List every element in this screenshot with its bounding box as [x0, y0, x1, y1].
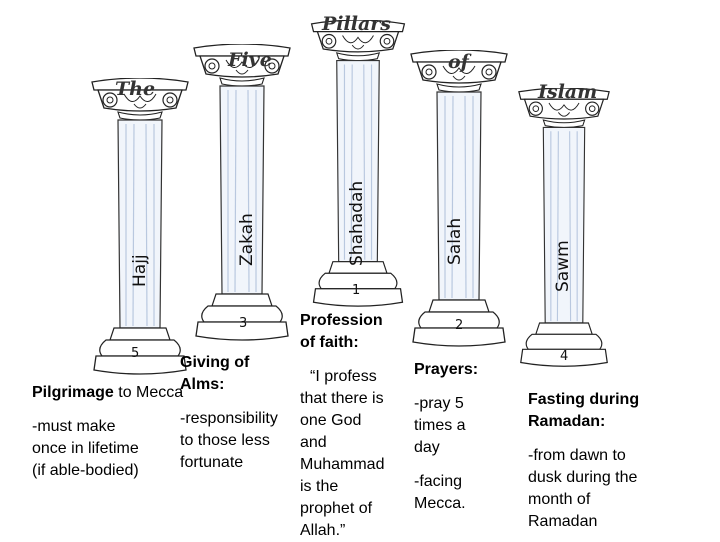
- pillar-name-sawm: Sawm: [553, 240, 573, 292]
- hajj-line-3: (if able-bodied): [32, 462, 139, 479]
- zakah-heading-1: Giving of: [180, 354, 250, 371]
- hajj-description: Pilgrimage to Mecca -must make once in l…: [32, 382, 183, 482]
- salah-line-4: -facing: [414, 473, 463, 490]
- pillar-name-hajj: Hajj: [130, 254, 150, 287]
- pillar-sawm-column: [518, 88, 610, 368]
- salah-description: Prayers: -pray 5 times a day -facing Mec…: [414, 359, 478, 515]
- shahadah-line-3: one God: [300, 412, 362, 429]
- title-word-pillars: Pillars: [321, 13, 391, 35]
- salah-line-3: day: [414, 439, 440, 456]
- title-word-the: The: [115, 78, 155, 100]
- salah-heading: Prayers:: [414, 361, 479, 378]
- shahadah-heading-2: of faith:: [300, 334, 359, 351]
- pillar-number-shahadah: 1: [352, 283, 360, 298]
- shahadah-line-1: “I profess: [310, 368, 377, 385]
- shahadah-line-8: Allah.”: [300, 522, 346, 539]
- pillar-name-shahadah: Shahadah: [347, 181, 367, 266]
- hajj-heading-rest: to Mecca: [113, 384, 184, 401]
- sawm-line-1: -from dawn to: [528, 447, 626, 464]
- sawm-line-3: month of: [528, 491, 591, 508]
- title-word-of: of: [448, 51, 472, 73]
- shahadah-description: Profession of faith: “I profess that the…: [300, 310, 384, 542]
- shahadah-line-5: Muhammad: [300, 456, 385, 473]
- zakah-line-2: to those less: [180, 432, 270, 449]
- salah-line-2: times a: [414, 417, 466, 434]
- pillar-number-salah: 2: [455, 318, 463, 333]
- pillar-name-salah: Salah: [445, 218, 465, 265]
- title-word-five: Five: [227, 49, 272, 71]
- shahadah-line-4: and: [300, 434, 327, 451]
- zakah-heading-2: Alms:: [180, 376, 225, 393]
- pillar-name-zakah: Zakah: [237, 213, 257, 266]
- hajj-heading-bold: Pilgrimage: [32, 384, 114, 401]
- pillar-number-hajj: 5: [131, 346, 139, 361]
- zakah-line-3: fortunate: [180, 454, 244, 471]
- sawm-line-2: dusk during the: [528, 469, 638, 486]
- pillar-hajj-column: [91, 78, 189, 375]
- sawm-heading-2: Ramadan:: [528, 413, 606, 430]
- hajj-line-1: -must make: [32, 418, 116, 435]
- title-word-islam: Islam: [537, 81, 597, 103]
- hajj-line-2: once in lifetime: [32, 440, 139, 457]
- shahadah-line-7: prophet of: [300, 500, 373, 517]
- salah-line-1: -pray 5: [414, 395, 464, 412]
- zakah-description: Giving of Alms: -responsibility to those…: [180, 352, 278, 474]
- pillar-number-sawm: 4: [560, 349, 568, 364]
- sawm-line-4: Ramadan: [528, 513, 598, 530]
- shahadah-line-6: is the: [300, 478, 339, 495]
- shahadah-line-2: that there is: [300, 390, 384, 407]
- salah-line-5: Mecca.: [414, 495, 466, 512]
- zakah-line-1: -responsibility: [180, 410, 278, 427]
- sawm-description: Fasting during Ramadan: -from dawn to du…: [528, 389, 639, 533]
- shahadah-heading-1: Profession: [300, 312, 383, 329]
- pillar-salah-column: [410, 50, 508, 347]
- sawm-heading-1: Fasting during: [528, 391, 640, 408]
- pillar-zakah-column: [193, 44, 291, 341]
- pillar-number-zakah: 3: [239, 316, 247, 331]
